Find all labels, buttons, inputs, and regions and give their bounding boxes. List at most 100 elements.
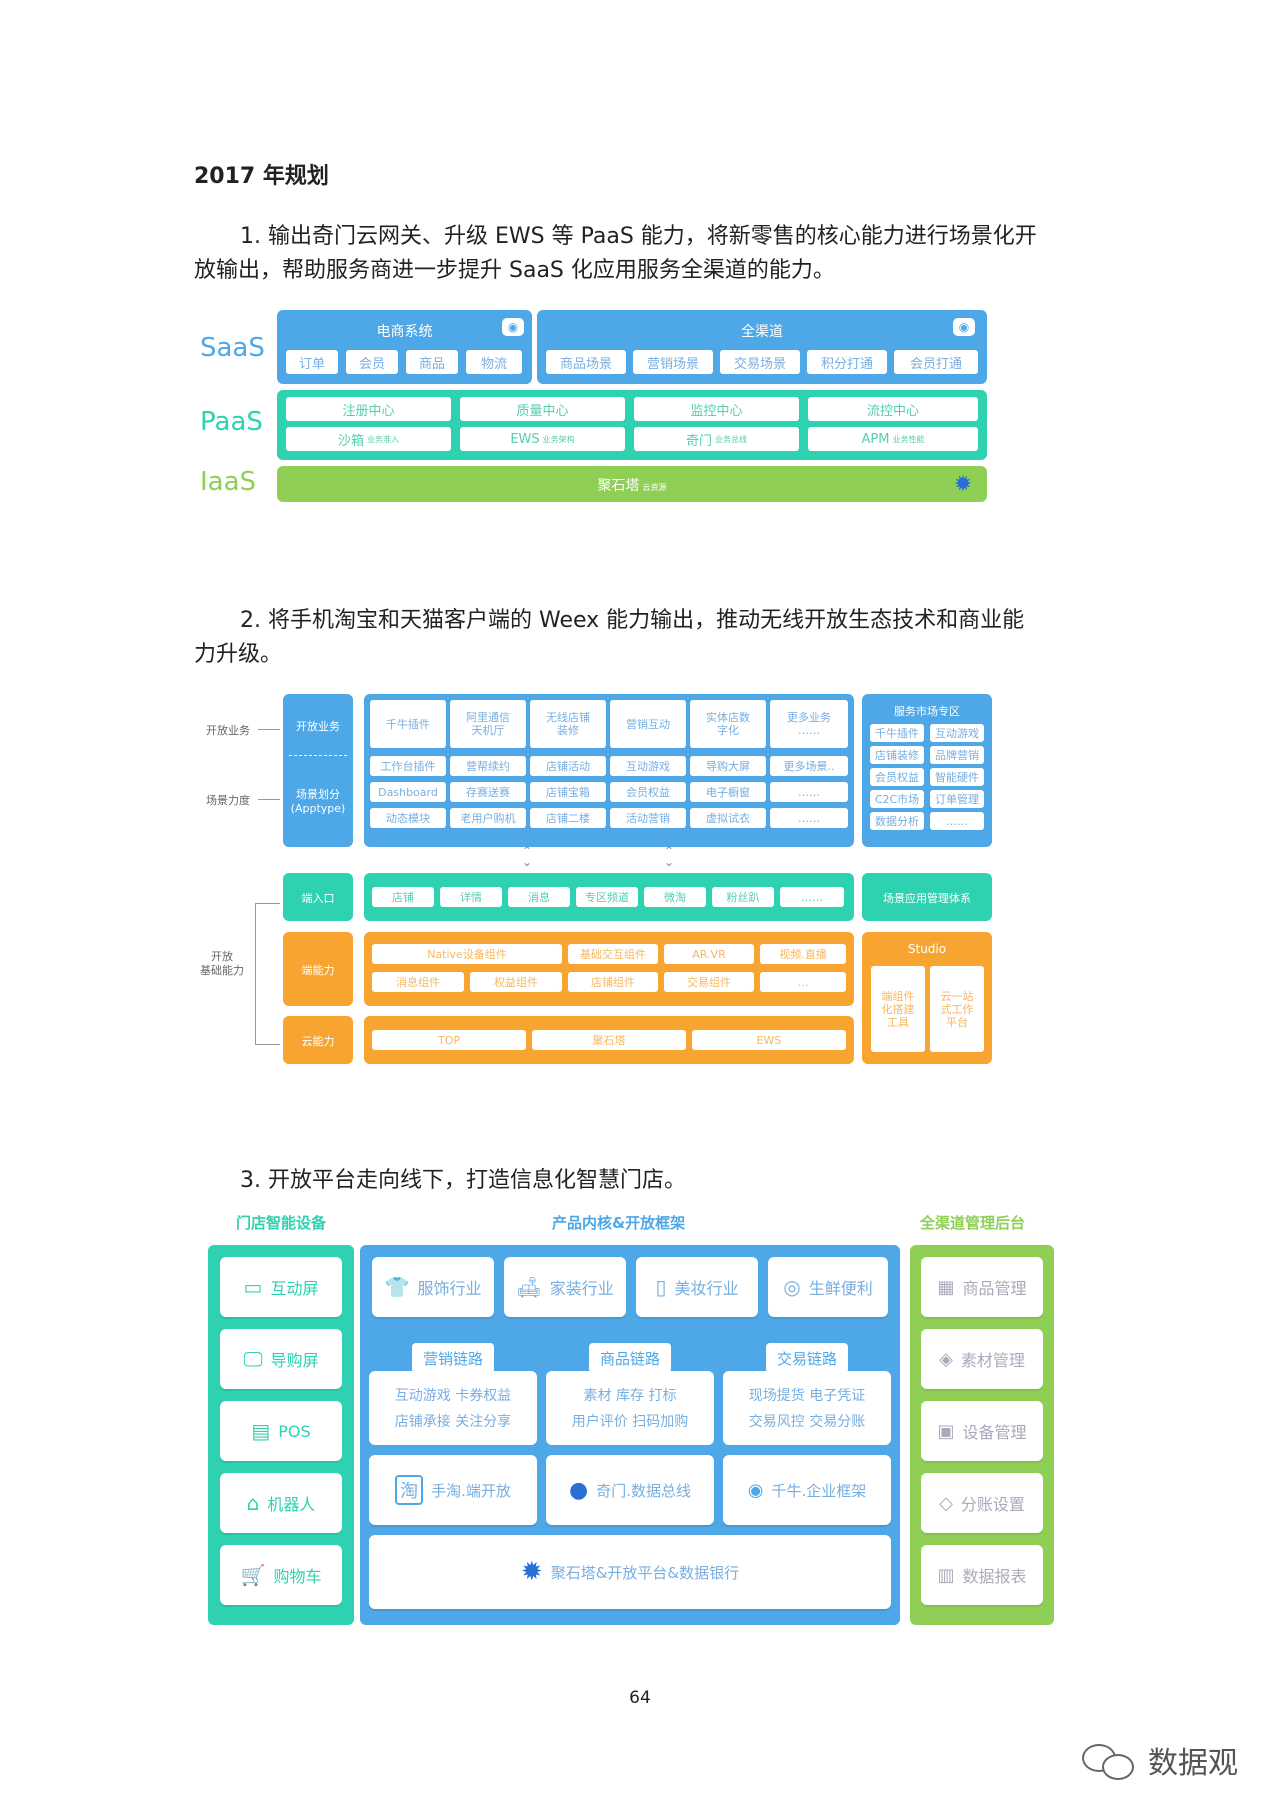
center-title: 产品内核&开放框架 [552,1214,686,1232]
device-card: ⌂机器人 [220,1473,342,1533]
framework-card: ●奇门.数据总线 [546,1455,714,1525]
connector-line [258,799,280,800]
grid-cell: 活动营销 [610,808,686,828]
item2-line1: 2. 将手机淘宝和天猫客户端的 Weex 能力输出，推动无线开放生态技术和商业能 [240,608,1025,633]
cart-icon: 🛒 [240,1563,266,1587]
right-title: 全渠道管理后台 [920,1214,1026,1232]
chain-card: 互动游戏 卡券权益店铺承接 关注分享 [369,1371,537,1445]
device-card: 🛒购物车 [220,1545,342,1605]
paas-item: 流控中心 [808,397,978,421]
grid-cell: 千牛插件 [370,700,446,748]
market-item: C2C市场 [870,790,924,808]
grid-cell: 更多业务 …… [770,700,848,748]
endpoint-item: 基础交互组件 [568,944,658,964]
qianniu-icon: ◉ [953,318,975,336]
endpoint-row: Native设备组件 基础交互组件 AR.VR 视频.直播 消息组件 权益组件 … [364,932,854,1006]
admin-card: ▣设备管理 [921,1401,1043,1461]
endpoint-label: 端能力 [301,964,335,977]
grid-cell: 互动游戏 [610,756,686,776]
industry-card: 🛋家装行业 [504,1257,626,1317]
chain-title: 交易链路 [766,1343,848,1373]
cloud-item: TOP [372,1030,526,1050]
market-item: 智能硬件 [930,768,984,786]
gear-icon: ✹ [520,1557,543,1587]
page-number: 64 [629,1688,651,1708]
grid-icon: ▦ [937,1276,955,1298]
item3-line1: 3. 开放平台走向线下，打造信息化智慧门店。 [240,1168,686,1193]
endpoint-label-box: 端能力 [283,932,353,1006]
tag-icon: ◇ [939,1492,953,1514]
paas-item: 注册中心 [286,397,451,421]
store-devices-panel: ▭互动屏 🖵导购屏 ▤POS ⌂机器人 🛒购物车 [208,1245,354,1625]
endpoint-item: 店铺组件 [568,972,658,992]
grid-cell: Dashboard [370,782,446,802]
omnichannel-admin-panel: ▦商品管理 ◈素材管理 ▣设备管理 ◇分账设置 ▥数据报表 [910,1245,1054,1625]
grid-cell: 存赛送赛 [450,782,526,802]
device-icon: ▣ [937,1420,955,1442]
entry-row: 店铺 详情 消息 专区频道 微淘 粉丝趴 …… [364,873,854,921]
saas-item: 商品 [406,350,458,374]
monitor-icon: 🖵 [243,1347,263,1371]
fresh-icon: ◎ [783,1275,801,1299]
saas-item: 物流 [466,350,522,374]
studio-title: Studio [907,942,947,956]
grid-cell: 店铺宝箱 [530,782,606,802]
endpoint-item: 权益组件 [470,972,562,992]
layer-label-paas: PaaS [200,407,263,437]
studio-item: 云一站 式工作 平台 [930,966,984,1052]
device-card: ▤POS [220,1401,342,1461]
market-item: 订单管理 [930,790,984,808]
entry-item: …… [780,887,844,907]
report-icon: ▥ [937,1564,955,1586]
cloud-item: 聚石塔 [532,1030,686,1050]
entry-item: 详情 [440,887,502,907]
admin-card: ◇分账设置 [921,1473,1043,1533]
market-item: 品牌营销 [930,746,984,764]
grid-cell: 老用户购机 [450,808,526,828]
scene-grid: 千牛插件 阿里通信 天机厅 无线店铺 装修 营销互动 实体店数 字化 更多业务 … [364,694,854,847]
double-arrow-icon: ⌃⌄ [664,844,675,869]
iaas-card: 聚石塔云资源 ✹ [277,466,987,502]
paas-item: 质量中心 [460,397,625,421]
scene-management-label: 场景应用管理体系 [883,892,971,905]
shirt-icon: 👕 [384,1275,410,1299]
layer-label-iaas: IaaS [200,467,257,497]
device-card: 🖵导购屏 [220,1329,342,1389]
left-title: 门店智能设备 [236,1214,327,1232]
screen-icon: ▭ [243,1275,263,1299]
divider [289,755,347,756]
cloud-row: TOP 聚石塔 EWS [364,1016,854,1064]
grid-cell: 店铺二楼 [530,808,606,828]
studio-box: Studio 端组件 化搭建 工具 云一站 式工作 平台 [862,932,992,1064]
cloud-item: EWS [692,1030,846,1050]
market-item: 店铺装修 [870,746,924,764]
item1-line1: 1. 输出奇门云网关、升级 EWS 等 PaaS 能力，将新零售的核心能力进行场… [240,224,1037,249]
cosmetics-icon: ▯ [655,1275,667,1299]
grid-cell: 更多场景.. [770,756,848,776]
cloud-label: 云能力 [301,1035,335,1048]
industry-card: ◎生鲜便利 [768,1257,888,1317]
endpoint-item: 视频.直播 [760,944,846,964]
pos-icon: ▤ [251,1419,271,1443]
saas-item: 会员 [346,350,398,374]
endpoint-item: … [760,972,846,992]
double-arrow-icon: ⌃⌄ [522,844,533,869]
core-framework-panel: 👕服饰行业 🛋家装行业 ▯美妆行业 ◎生鲜便利 互动游戏 卡券权益店铺承接 关注… [360,1245,900,1625]
iaas-label: 聚石塔云资源 [597,478,667,494]
grid-cell: 实体店数 字化 [690,700,766,748]
endpoint-item: AR.VR [664,944,754,964]
bracket-line [255,903,280,1045]
chain-title: 商品链路 [589,1343,671,1373]
service-market: 服务市场专区 千牛插件 互动游戏 店铺装修 品牌营销 会员权益 智能硬件 C2C… [862,694,992,847]
qimen-icon: ● [569,1477,589,1503]
device-card: ▭互动屏 [220,1257,342,1317]
entry-label-box: 端入口 [283,873,353,921]
market-item: 会员权益 [870,768,924,786]
robot-icon: ⌂ [246,1491,260,1515]
endpoint-item: 交易组件 [664,972,754,992]
side-label-base: 开放 基础能力 [200,950,244,977]
market-item: 互动游戏 [930,724,984,742]
grid-cell: …… [770,808,848,828]
